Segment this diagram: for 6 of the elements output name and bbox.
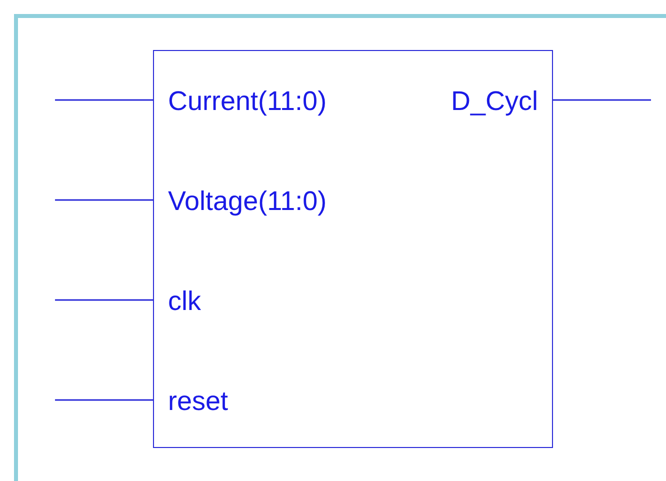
port-name: Current(11:0)	[168, 85, 327, 117]
port-name: Voltage(11:0)	[168, 185, 327, 217]
port-name: clk	[168, 285, 201, 317]
port-name: D_Cycl	[450, 85, 538, 117]
port-name: reset	[168, 385, 228, 417]
entity-block	[153, 50, 553, 448]
